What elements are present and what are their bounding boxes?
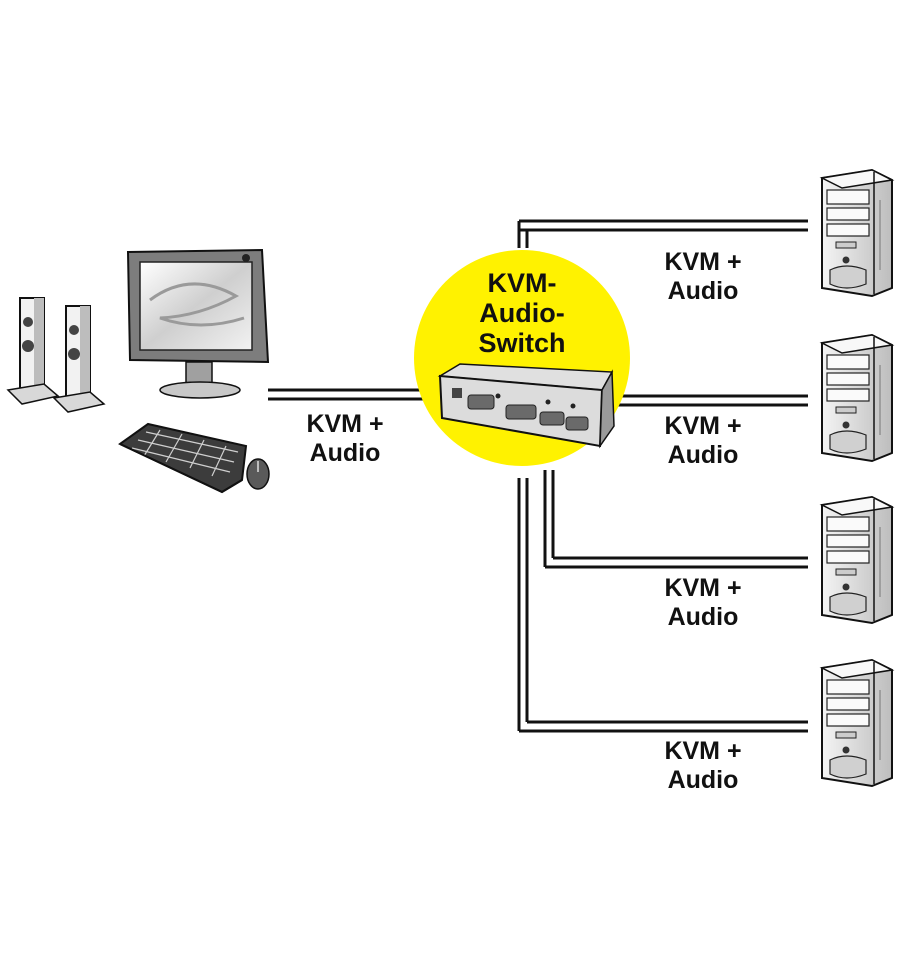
tower-pc-icon	[821, 496, 893, 624]
hub-label-line: Switch	[478, 328, 566, 358]
cable-label-line: Audio	[667, 603, 739, 631]
computer-1-cable-label: KVM + Audio	[638, 248, 768, 306]
cable-lines	[268, 219, 808, 733]
computer-3-cable-label: KVM + Audio	[638, 574, 768, 632]
cable-label-line: Audio	[667, 277, 739, 305]
monitor-icon	[126, 248, 270, 399]
cable-label-line: KVM +	[664, 737, 742, 765]
tower-pc-icon	[821, 169, 893, 297]
cable-label-line: Audio	[309, 439, 381, 467]
cable-label-line: Audio	[667, 441, 739, 469]
tower-pc-icon	[821, 334, 893, 462]
hub-label-line: KVM-	[487, 268, 557, 298]
speaker-icon	[52, 305, 106, 413]
computer-4-cable-label: KVM + Audio	[638, 737, 768, 795]
hub-label: KVM- Audio- Switch	[462, 268, 582, 358]
cable-label-line: KVM +	[664, 412, 742, 440]
cable-label-line: Audio	[667, 766, 739, 794]
cable-label-line: KVM +	[306, 410, 384, 438]
mouse-icon	[246, 458, 270, 490]
speaker-icon	[6, 297, 60, 405]
keyboard-icon	[118, 422, 248, 494]
cable-label-line: KVM +	[664, 248, 742, 276]
hub-label-line: Audio-	[479, 298, 565, 328]
workstation-cable-label: KVM + Audio	[280, 410, 410, 468]
computer-2-cable-label: KVM + Audio	[638, 412, 768, 470]
tower-pc-icon	[821, 659, 893, 787]
kvm-switch-box-icon	[437, 363, 615, 449]
cable-label-line: KVM +	[664, 574, 742, 602]
